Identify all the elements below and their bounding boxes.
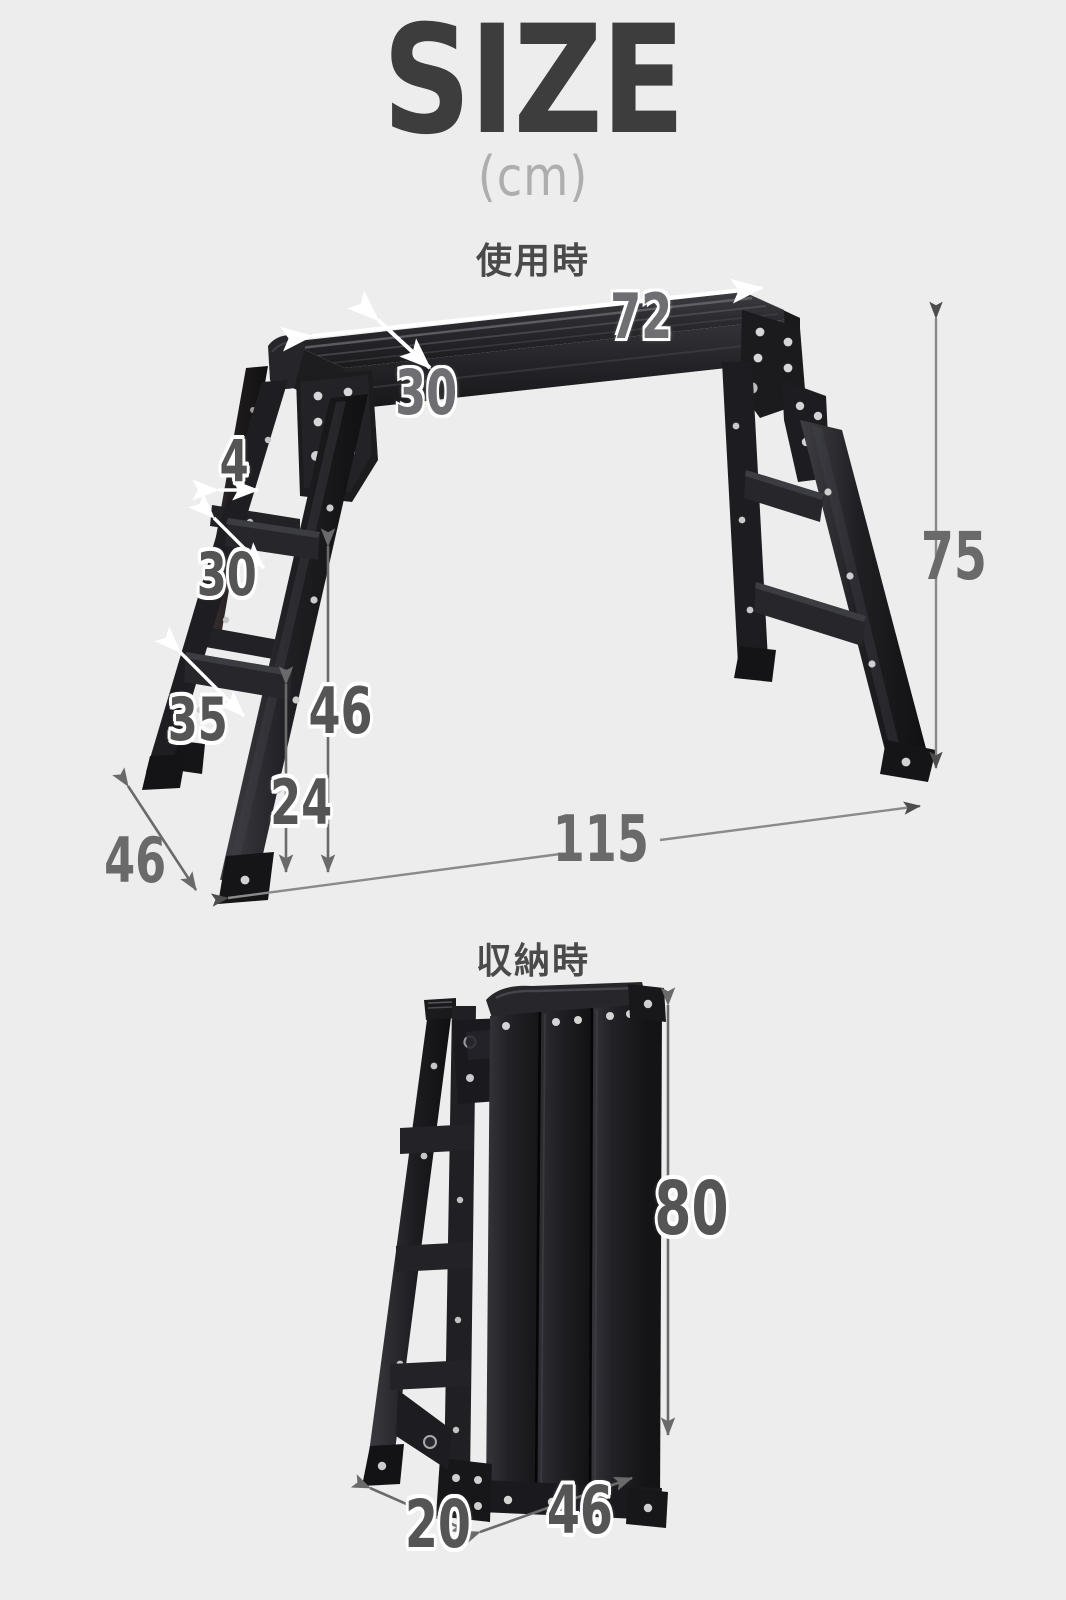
- dimension-label-platform-depth: 30: [395, 356, 458, 429]
- dimension-label-step-upper: 46: [308, 675, 373, 749]
- dimension-label-base-depth: 46: [104, 824, 167, 897]
- section-label-in-use: 使用時: [475, 241, 590, 282]
- unit-label: (cm): [477, 145, 589, 208]
- open-view-illustration: [0, 270, 1066, 930]
- header: SIZE (cm): [0, 6, 1066, 204]
- dimension-arrow-folded-width: [460, 1476, 633, 1545]
- right-outer-leg: [800, 420, 936, 782]
- dimension-label-total-height: 75: [920, 518, 987, 595]
- dimension-label-rung-upper: 30: [196, 540, 257, 610]
- front-left-leg: [218, 394, 368, 904]
- folded-view-illustration: [0, 960, 1066, 1600]
- dimension-label-step-lower: 24: [270, 766, 333, 839]
- page-title: SIZE: [382, 0, 685, 168]
- dimension-arrow-rung-upper: [188, 492, 266, 570]
- dimension-label-rail-gap: 4: [219, 427, 249, 495]
- dimension-label-folded-height: 80: [654, 1166, 729, 1252]
- dimension-arrow-base-depth: [112, 767, 198, 891]
- right-ladder-rungs: [744, 470, 866, 646]
- folded-deck-panels: [436, 982, 668, 1528]
- dimension-label-total-width: 115: [552, 803, 649, 877]
- dimension-label-rung-lower: 35: [167, 685, 228, 755]
- dimension-arrow-rung-lower: [154, 626, 246, 718]
- dimension-arrow-folded-depth: [350, 1474, 471, 1534]
- folded-ladder-section: [390, 1006, 476, 1480]
- section-label-stored: 収納時: [475, 941, 590, 982]
- folded-lower-pivot: [396, 1390, 452, 1470]
- dimension-label-platform-length: 72: [610, 280, 673, 353]
- dimension-arrow-total-width: [210, 801, 921, 907]
- dimension-label-folded-width: 46: [546, 1472, 613, 1549]
- dimension-arrow-platform-depth: [347, 290, 432, 370]
- dimension-label-folded-depth: 20: [404, 1486, 471, 1563]
